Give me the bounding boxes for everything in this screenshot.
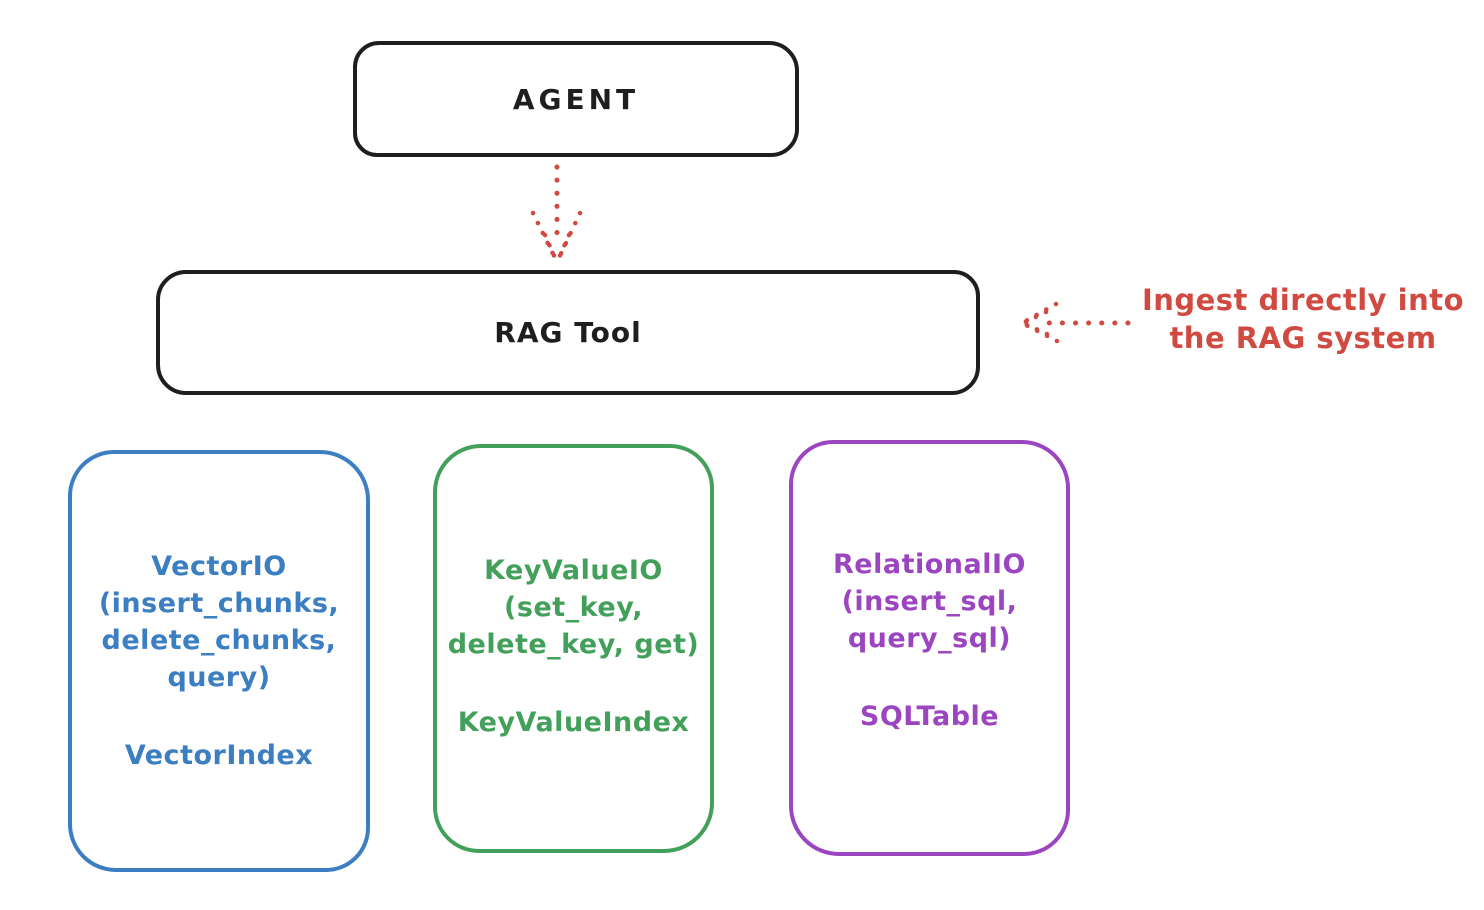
rag-tool-label: RAG Tool — [494, 316, 642, 349]
ingest-annotation-line-2: the RAG system — [1169, 321, 1437, 355]
keyvalue-io-box: KeyValueIO (set_key, delete_key, get) Ke… — [433, 444, 714, 853]
vector-io-methods-line-1: (insert_chunks, — [98, 588, 340, 619]
keyvalue-io-methods-line-2: delete_key, get) — [447, 629, 700, 660]
vector-io-methods-line-3: query) — [167, 662, 271, 693]
keyvalue-io-title: KeyValueIO — [484, 555, 663, 586]
sql-table-label: SQLTable — [859, 701, 1000, 732]
keyvalue-io-methods-line-1: (set_key, — [504, 592, 643, 623]
vector-index-label: VectorIndex — [124, 740, 314, 771]
ingest-annotation-line-1: Ingest directly into — [1141, 283, 1465, 317]
vector-io-methods-line-2: delete_chunks, — [101, 625, 337, 656]
rag-tool-box: RAG Tool — [156, 270, 980, 395]
agent-label: AGENT — [512, 82, 640, 116]
vector-io-title: VectorIO — [151, 551, 287, 582]
relational-io-methods-line-2: query_sql) — [847, 623, 1012, 654]
ingest-annotation: Ingest directly into the RAG system — [1135, 281, 1471, 357]
relational-io-methods-line-1: (insert_sql, — [841, 586, 1018, 617]
dotted-arrow-down-icon — [530, 164, 583, 263]
agent-box: AGENT — [353, 41, 799, 157]
dotted-arrow-left-icon — [1020, 301, 1131, 344]
keyvalue-index-label: KeyValueIndex — [457, 707, 690, 738]
relational-io-box: RelationalIO (insert_sql, query_sql) SQL… — [789, 440, 1070, 856]
relational-io-title: RelationalIO — [833, 549, 1026, 580]
vector-io-box: VectorIO (insert_chunks, delete_chunks, … — [68, 450, 370, 872]
